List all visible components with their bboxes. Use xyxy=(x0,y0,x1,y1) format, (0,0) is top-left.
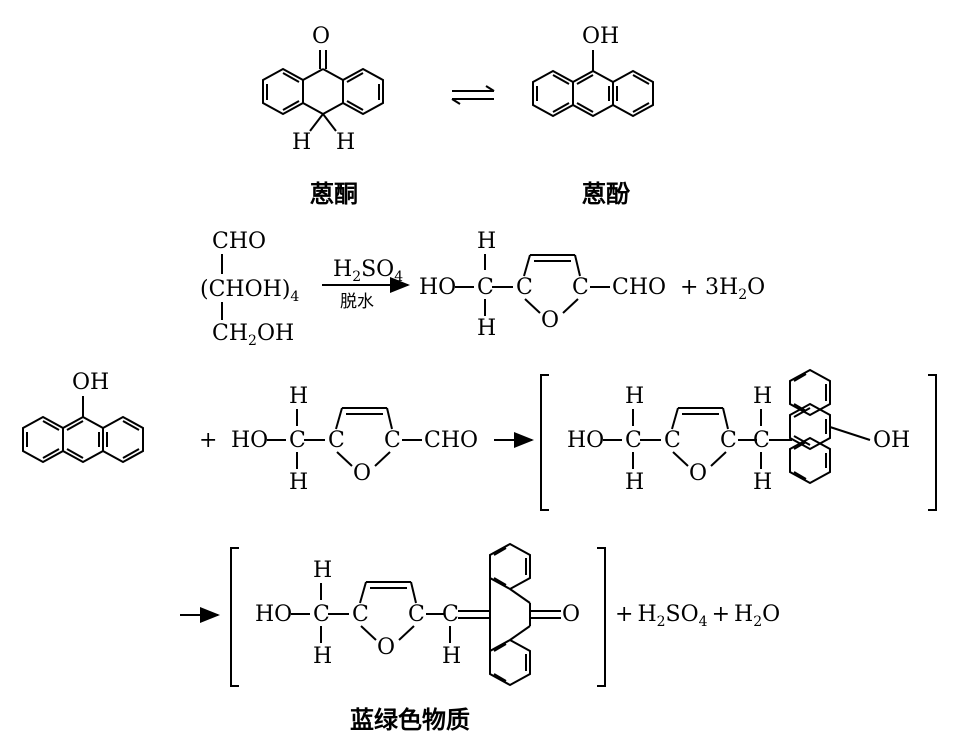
intermediate-c-alpha: C xyxy=(625,428,642,453)
intermediate-anthryl-oh: OH xyxy=(873,428,910,453)
hmf-h-top: H xyxy=(289,384,308,409)
furfural-h-top: H xyxy=(477,229,496,254)
furfural-h-bottom: H xyxy=(477,316,496,341)
hmf-ho: HO xyxy=(231,428,268,453)
caption-anthranol: 蒽酚 xyxy=(582,180,631,208)
anthrone-hydrogen-left: H xyxy=(292,130,311,155)
hmf-h-bottom: H xyxy=(289,470,308,495)
row4-byproducts: +H2SO4+H2O xyxy=(615,602,780,630)
reagent-dehydration: 脱水 xyxy=(340,292,374,312)
hmf-reactant: H HO C H C C O CHO xyxy=(231,384,478,495)
water-byproduct: 3H2O xyxy=(705,275,765,303)
anthrone-oxygen-label: O xyxy=(312,24,330,49)
product-ring-oxygen: O xyxy=(377,635,395,660)
equilibrium-arrow xyxy=(451,85,495,105)
hexose-chain: (CHOH)4 xyxy=(200,277,299,305)
reactant-anthranol-oh: OH xyxy=(72,370,109,395)
hmf-c-alpha: C xyxy=(289,428,306,453)
intermediate-methine-h-top: H xyxy=(753,384,772,409)
intermediate-methine-h-bottom: H xyxy=(753,470,772,495)
blue-green-product-structure: H HO C H C C O C H O xyxy=(230,542,606,687)
anthranol-oh-label: OH xyxy=(582,24,619,49)
product-methylidene-h: H xyxy=(442,644,461,669)
product-c-alpha: C xyxy=(313,602,330,627)
furfural-ring-oxygen: O xyxy=(541,308,559,333)
hmf-cho: CHO xyxy=(424,428,478,453)
furfural-ring-c5: C xyxy=(572,275,589,300)
product-h-bottom: H xyxy=(313,644,332,669)
intermediate-h-top: H xyxy=(625,384,644,409)
intermediate-ring-oxygen: O xyxy=(689,461,707,486)
furfural-ho: HO xyxy=(419,275,456,300)
water-plus: + xyxy=(680,275,698,300)
intermediate-h-bottom: H xyxy=(625,470,644,495)
anthranol-structure: OH xyxy=(532,24,654,118)
reagent-h2so4: H2SO4 xyxy=(333,257,403,285)
hmf-ring-c2: C xyxy=(328,428,345,453)
product-ring-c2: C xyxy=(352,602,369,627)
product-ho: HO xyxy=(255,602,292,627)
hmf-ring-c5: C xyxy=(384,428,401,453)
hexose-ch2oh: CH2OH xyxy=(212,321,294,349)
product-methylidene-c: C xyxy=(442,602,459,627)
caption-anthrone: 蒽酮 xyxy=(310,180,358,208)
row3-plus: + xyxy=(199,428,217,453)
product-h-top: H xyxy=(313,558,332,583)
hexose-cho: CHO xyxy=(212,229,266,254)
product-ring-c5: C xyxy=(408,602,425,627)
caption-blue-green-product: 蓝绿色物质 xyxy=(350,706,470,734)
intermediate-structure: H HO C H C C O H C H OH xyxy=(540,368,937,511)
anthranol-reactant: OH xyxy=(22,370,144,464)
hexose-structure: CHO (CHOH)4 CH2OH xyxy=(200,229,299,349)
product-ketone-oxygen: O xyxy=(562,602,580,627)
intermediate-ring-c5: C xyxy=(720,428,737,453)
intermediate-ring-c2: C xyxy=(664,428,681,453)
intermediate-ho: HO xyxy=(567,428,604,453)
intermediate-methine-c: C xyxy=(753,428,770,453)
dehydration-arrow: H2SO4 脱水 xyxy=(322,257,410,312)
anthrone-hydrogen-right: H xyxy=(336,130,355,155)
furfural-cho: CHO xyxy=(612,275,666,300)
furfural-c-alpha: C xyxy=(477,275,494,300)
anthrone-structure: O H H xyxy=(262,24,384,155)
hmf-ring-oxygen: O xyxy=(353,461,371,486)
furfural-structure: H HO C H C C O CHO xyxy=(419,229,666,341)
furfural-ring-c2: C xyxy=(516,275,533,300)
